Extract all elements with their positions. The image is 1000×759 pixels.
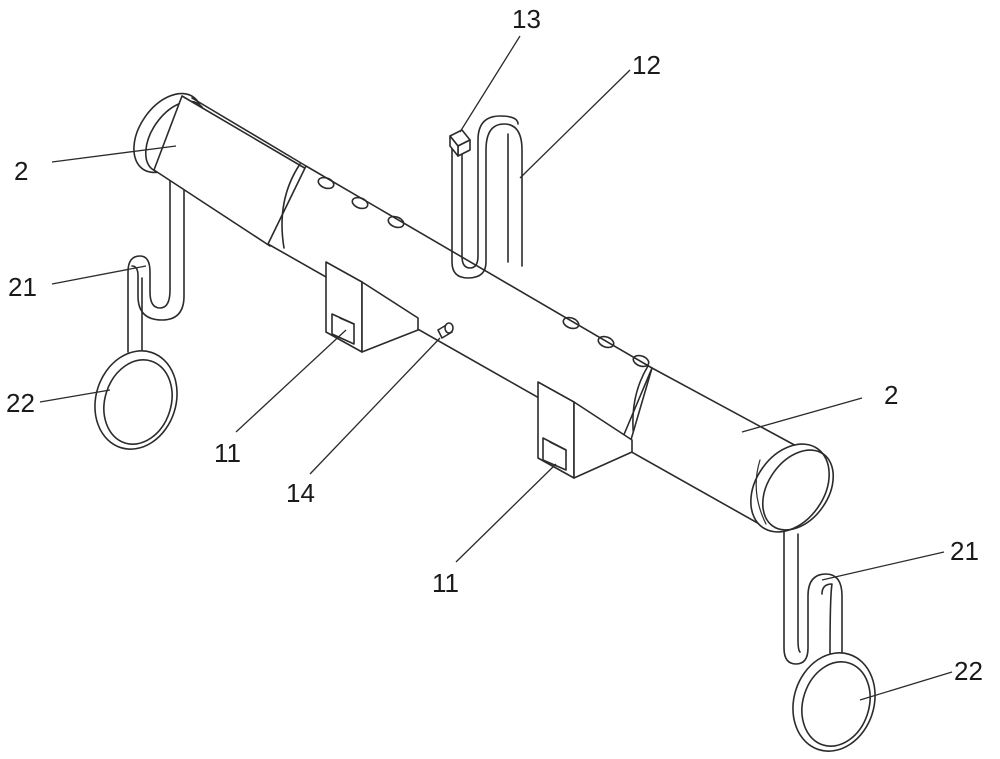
hole-row-right — [562, 316, 650, 368]
label-mount-right: 11 — [432, 568, 459, 598]
label-ring-right: 22 — [954, 656, 983, 686]
leader-lines — [39, 35, 953, 701]
label-hook-left: 21 — [8, 272, 37, 302]
clip — [449, 129, 471, 157]
right-mount — [537, 381, 633, 479]
left-hook-assembly — [94, 179, 185, 450]
label-hook-right: 21 — [950, 536, 979, 566]
main-tube — [133, 92, 835, 533]
label-pin: 14 — [286, 478, 315, 508]
right-end-cap — [750, 443, 830, 533]
label-rod-left: 2 — [14, 156, 28, 186]
label-ring-left: 22 — [6, 388, 35, 418]
label-mount-left: 11 — [214, 438, 241, 468]
bracket — [451, 115, 523, 279]
label-clip: 13 — [512, 4, 541, 34]
left-mount — [325, 261, 419, 353]
right-hook-assembly — [783, 529, 876, 752]
hole-row-left — [317, 176, 405, 229]
pin — [437, 322, 454, 339]
label-rod-right: 2 — [884, 380, 898, 410]
reference-labels: 2 21 22 11 14 11 13 12 2 21 22 — [6, 4, 983, 686]
label-bracket: 12 — [632, 50, 661, 80]
